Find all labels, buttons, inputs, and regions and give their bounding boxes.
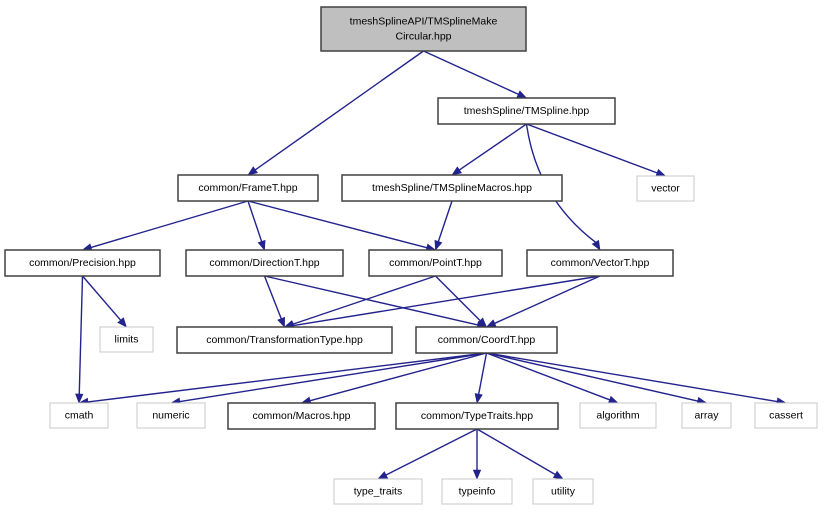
edge-directiont-to-transftype xyxy=(263,275,285,328)
node-box-limits[interactable] xyxy=(99,326,154,353)
edge-coordt-to-cmath xyxy=(78,352,487,406)
arrowhead-icon xyxy=(75,393,84,404)
edge-typetraits-to-type_traits xyxy=(377,428,478,480)
edge-typetraits-to-utility xyxy=(476,428,564,480)
node-box-algorithm[interactable] xyxy=(579,402,657,429)
edge-precision-to-limits xyxy=(81,275,128,328)
node-box-utility[interactable] xyxy=(532,478,594,505)
graph-node-tmmacros[interactable]: tmeshSpline/TMSplineMacros.hpp xyxy=(341,174,563,202)
arrowhead-icon xyxy=(451,166,463,176)
graph-node-algorithm[interactable]: algorithm xyxy=(579,402,657,429)
node-box-coordt[interactable] xyxy=(415,326,558,354)
node-box-precision[interactable] xyxy=(4,249,161,277)
graph-node-precision[interactable]: common/Precision.hpp xyxy=(4,249,161,277)
node-box-root[interactable] xyxy=(320,6,527,52)
graph-node-type_traits[interactable]: type_traits xyxy=(333,478,423,505)
graph-node-vectort[interactable]: common/VectorT.hpp xyxy=(526,249,674,277)
node-box-pointt[interactable] xyxy=(368,249,503,277)
edge-vectort-to-transftype xyxy=(283,275,601,330)
edge-framet-to-precision xyxy=(81,200,249,252)
arrowhead-icon xyxy=(377,471,389,480)
graph-node-limits[interactable]: limits xyxy=(99,326,154,353)
node-box-macros[interactable] xyxy=(227,402,376,430)
node-box-typetraits[interactable] xyxy=(395,402,559,430)
node-box-numeric[interactable] xyxy=(136,402,206,429)
edge-coordt-to-array xyxy=(486,352,708,405)
graph-node-typetraits[interactable]: common/TypeTraits.hpp xyxy=(395,402,559,430)
edge-coordt-to-numeric xyxy=(170,352,487,406)
edge-tmspline-to-tmmacros xyxy=(451,123,527,176)
graph-node-pointt[interactable]: common/PointT.hpp xyxy=(368,249,503,277)
graph-node-array[interactable]: array xyxy=(681,402,732,429)
node-box-transftype[interactable] xyxy=(176,326,393,354)
graph-node-vector[interactable]: vector xyxy=(636,175,695,202)
graph-node-cmath[interactable]: cmath xyxy=(49,402,109,429)
node-box-tmspline[interactable] xyxy=(437,97,616,125)
node-box-framet[interactable] xyxy=(177,174,319,202)
edge-pointt-to-transftype xyxy=(283,275,436,328)
arrowhead-icon xyxy=(117,317,128,328)
node-box-vectort[interactable] xyxy=(526,249,674,277)
edge-tmspline-to-vector xyxy=(526,123,667,177)
arrowhead-icon xyxy=(476,317,488,328)
arrowhead-icon xyxy=(474,393,483,404)
arrowhead-icon xyxy=(277,316,285,328)
arrowhead-icon xyxy=(552,470,564,480)
graph-node-coordt[interactable]: common/CoordT.hpp xyxy=(415,326,558,354)
node-box-type_traits[interactable] xyxy=(333,478,423,505)
edge-coordt-to-cassert xyxy=(486,352,787,406)
edge-tmmacros-to-pointt xyxy=(434,200,453,251)
edge-directiont-to-coordt xyxy=(264,275,488,329)
arrowhead-icon xyxy=(247,166,258,176)
edge-precision-to-cmath xyxy=(75,275,84,404)
graph-node-numeric[interactable]: numeric xyxy=(136,402,206,429)
edge-root-to-tmspline xyxy=(423,50,528,99)
edge-coordt-to-algorithm xyxy=(486,352,619,404)
node-box-array[interactable] xyxy=(681,402,732,429)
edge-framet-to-pointt xyxy=(247,200,437,252)
node-box-cassert[interactable] xyxy=(754,402,818,429)
edge-coordt-to-typetraits xyxy=(474,352,488,404)
edge-root-to-framet xyxy=(247,50,424,176)
graph-node-transftype[interactable]: common/TransformationType.hpp xyxy=(176,326,393,354)
graph-node-cassert[interactable]: cassert xyxy=(754,402,818,429)
arrowhead-icon xyxy=(655,168,667,177)
edge-framet-to-directiont xyxy=(247,200,266,251)
graph-node-macros[interactable]: common/Macros.hpp xyxy=(227,402,376,430)
graph-node-utility[interactable]: utility xyxy=(532,478,594,505)
arrowhead-icon xyxy=(485,319,497,328)
arrowhead-icon xyxy=(516,90,528,99)
arrowhead-icon xyxy=(434,239,443,251)
arrowhead-icon xyxy=(257,239,266,251)
graph-node-tmspline[interactable]: tmeshSpline/TMSpline.hpp xyxy=(437,97,616,125)
edge-vectort-to-coordt xyxy=(485,275,601,328)
graph-node-framet[interactable]: common/FrameT.hpp xyxy=(177,174,319,202)
node-box-vector[interactable] xyxy=(636,175,695,202)
arrowhead-icon xyxy=(591,239,601,251)
node-box-tmmacros[interactable] xyxy=(341,174,563,202)
edge-layer xyxy=(75,50,787,480)
arrowhead-icon xyxy=(607,395,619,404)
node-box-directiont[interactable] xyxy=(185,249,344,277)
edge-typetraits-to-typeinfo xyxy=(472,429,482,480)
graph-node-directiont[interactable]: common/DirectionT.hpp xyxy=(185,249,344,277)
graph-node-typeinfo[interactable]: typeinfo xyxy=(441,478,513,505)
node-box-typeinfo[interactable] xyxy=(441,478,513,505)
node-box-cmath[interactable] xyxy=(49,402,109,429)
arrowhead-icon xyxy=(472,469,482,480)
